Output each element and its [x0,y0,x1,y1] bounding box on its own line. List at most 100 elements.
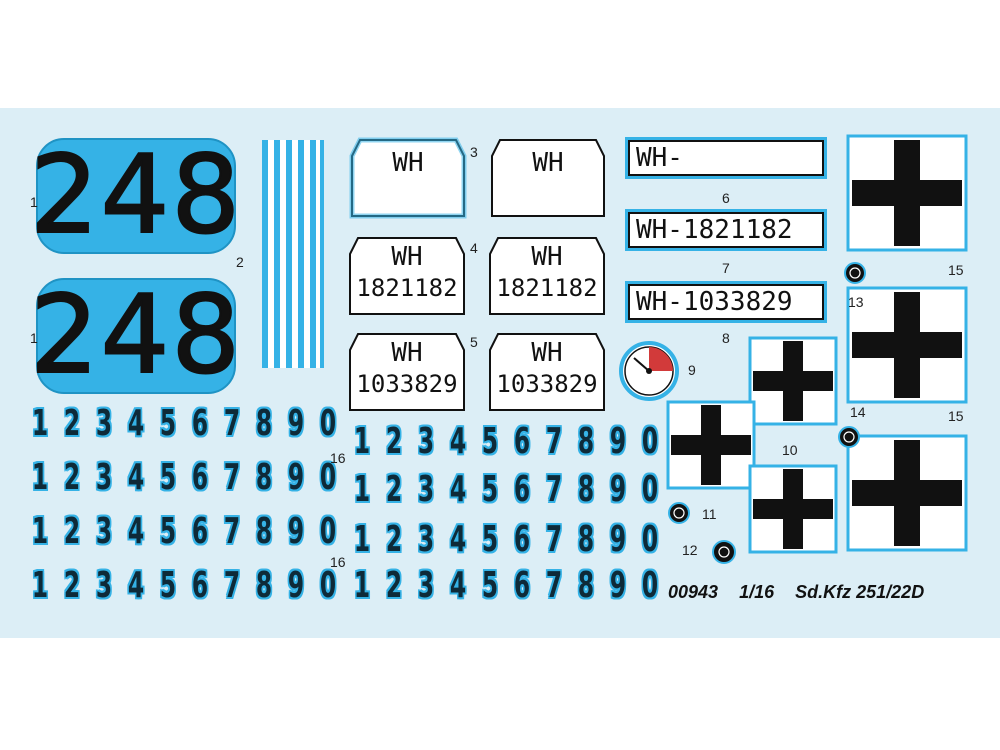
digit: 3 [95,403,113,444]
digit: 7 [223,457,241,498]
caption-scale: 1/16 [739,582,775,602]
digit: 9 [609,421,627,462]
digit: 4 [449,469,467,510]
digit: 0 [319,457,337,498]
digit: 9 [609,519,627,560]
balkenkreuz-icon [846,134,968,252]
digit: 3 [95,511,113,552]
plate-1033829-left: WH 1033829 [346,330,466,411]
sheet-caption: 00943 1/16 Sd.Kfz 251/22D [668,582,940,603]
digit: 1 [31,511,49,552]
plate-text: WH [531,338,563,368]
label-4: 4 [470,240,478,256]
rect-plate-1821182: WH-1821182 [628,212,824,248]
digit: 5 [481,565,499,606]
digit: 3 [417,565,435,606]
digit: 6 [513,421,531,462]
digit: 1 [31,457,49,498]
digit: 0 [641,421,659,462]
digit: 1 [353,565,371,606]
digit: 1 [31,565,49,606]
digit: 5 [159,403,177,444]
plate-1821182-left: WH 1821182 [346,234,466,315]
digit: 1 [31,403,49,444]
small-gauge-icon [712,540,736,564]
digit: 2 [63,457,81,498]
digit: 5 [481,469,499,510]
digit: 8 [255,403,273,444]
plate-wh-left: WH [348,136,468,219]
digit: 1 [353,421,371,462]
small-gauge-icon [838,426,860,448]
balkenkreuz-icon [666,400,756,490]
digit: 7 [223,403,241,444]
digit: 5 [159,565,177,606]
digit: 1 [353,519,371,560]
label-7: 7 [722,260,730,276]
label-2: 2 [236,254,244,270]
label-12: 12 [682,542,698,558]
digit: 9 [287,565,305,606]
digit: 3 [417,421,435,462]
digit: 2 [385,519,403,560]
digit: 8 [577,421,595,462]
plate-1033829-right: WH 1033829 [486,330,606,411]
plate-text: WH [392,148,424,178]
balkenkreuz-icon [748,336,838,426]
label-8: 8 [722,330,730,346]
digit: 8 [255,457,273,498]
digit: 7 [223,511,241,552]
label-16: 16 [330,450,346,466]
digit: 9 [287,403,305,444]
plate-text: WH [391,242,423,272]
digit: 3 [95,565,113,606]
caption-model: Sd.Kfz 251/22D [795,582,925,602]
decal-sheet: 248 248 1 1 2 WH WH 3 WH 1821182 WH 182 [0,108,1000,638]
digit: 7 [223,565,241,606]
big-number-text: 248 [29,133,243,258]
digit: 0 [641,469,659,510]
label-1b: 1 [30,330,38,346]
digit: 6 [191,457,209,498]
digit: 4 [127,403,145,444]
digit: 2 [385,565,403,606]
digit: 8 [577,469,595,510]
digit: 4 [127,565,145,606]
digit: 3 [417,469,435,510]
digit: 9 [609,565,627,606]
plate-text: WH [532,148,564,178]
digit: 8 [255,511,273,552]
digit: 6 [191,511,209,552]
digit: 8 [255,565,273,606]
label-16b: 16 [330,554,346,570]
digit: 7 [545,469,563,510]
balkenkreuz-icon [846,434,968,552]
digit: 0 [319,565,337,606]
digit: 2 [63,403,81,444]
digit: 0 [319,403,337,444]
label-10: 10 [782,442,798,458]
rect-plate-blank: WH- [628,140,824,176]
label-9: 9 [688,362,696,378]
rect-plate-1033829: WH-1033829 [628,284,824,320]
digit: 5 [481,519,499,560]
digit: 4 [449,565,467,606]
digit: 5 [159,457,177,498]
digit: 3 [95,457,113,498]
digit: 2 [385,421,403,462]
digit: 1 [353,469,371,510]
digit: 9 [287,511,305,552]
digit: 7 [545,565,563,606]
digit: 5 [159,511,177,552]
balkenkreuz-icon [846,286,968,404]
plate-1821182-right: WH 1821182 [486,234,606,315]
digit: 9 [609,469,627,510]
digit: 6 [191,565,209,606]
